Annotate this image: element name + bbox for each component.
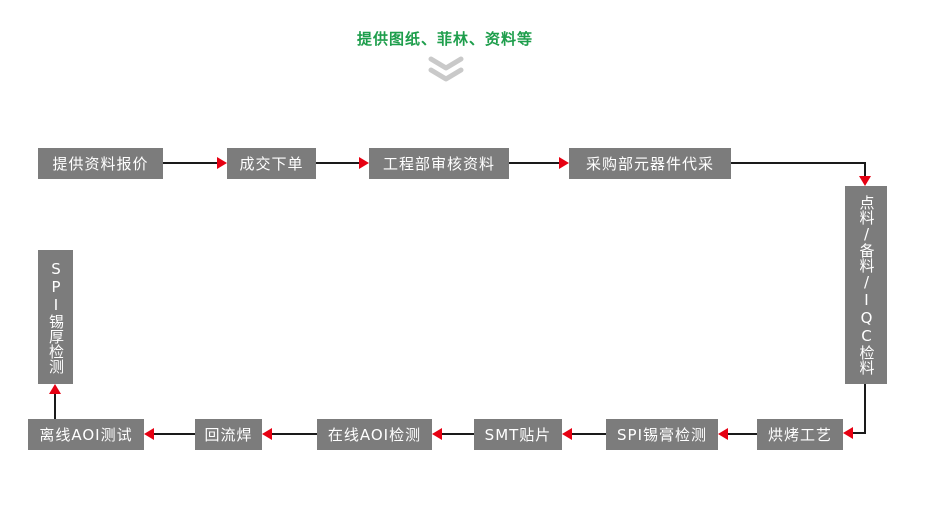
arrow-right-icon: [559, 157, 569, 169]
arrow-left-icon: [262, 428, 272, 440]
chevron-down-icon: [428, 56, 464, 82]
arrow-left-icon: [718, 428, 728, 440]
step-engineering-review: 工程部审核资料: [369, 148, 509, 179]
connector-line: [853, 432, 866, 434]
arrow-down-icon: [859, 176, 871, 186]
arrow-line: [442, 433, 474, 435]
connector-line: [731, 162, 866, 164]
connector-line: [864, 162, 866, 177]
arrow-right-icon: [359, 157, 369, 169]
arrow-left-icon: [843, 427, 853, 439]
step-offline-aoi-test: 离线AOI测试: [28, 419, 144, 450]
arrow-line: [509, 162, 559, 164]
page-title: 提供图纸、菲林、资料等: [356, 30, 533, 48]
step-baking-process: 烘烤工艺: [757, 419, 843, 450]
arrow-right-icon: [217, 157, 227, 169]
arrow-up-icon: [49, 384, 61, 394]
arrow-left-icon: [144, 428, 154, 440]
arrow-line: [572, 433, 606, 435]
connector-line: [864, 384, 866, 434]
arrow-line: [154, 433, 195, 435]
arrow-left-icon: [432, 428, 442, 440]
step-online-aoi-inspection: 在线AOI检测: [317, 419, 432, 450]
step-deal-order: 成交下单: [227, 148, 316, 179]
connector-line: [54, 394, 56, 419]
arrow-line: [272, 433, 317, 435]
step-reflow-soldering: 回流焊: [195, 419, 262, 450]
arrow-left-icon: [562, 428, 572, 440]
arrow-line: [163, 162, 217, 164]
step-iqc-material-check: 点料/备料/IQC检料: [845, 186, 887, 384]
step-component-purchasing: 采购部元器件代采: [569, 148, 731, 179]
arrow-line: [316, 162, 359, 164]
step-spi-solder-paste-inspection: SPI锡膏检测: [606, 419, 718, 450]
step-quote: 提供资料报价: [38, 148, 163, 179]
step-spi-solder-thickness-inspection: SPI锡厚检测: [38, 250, 73, 384]
step-smt-placement: SMT贴片: [474, 419, 562, 450]
arrow-line: [728, 433, 757, 435]
